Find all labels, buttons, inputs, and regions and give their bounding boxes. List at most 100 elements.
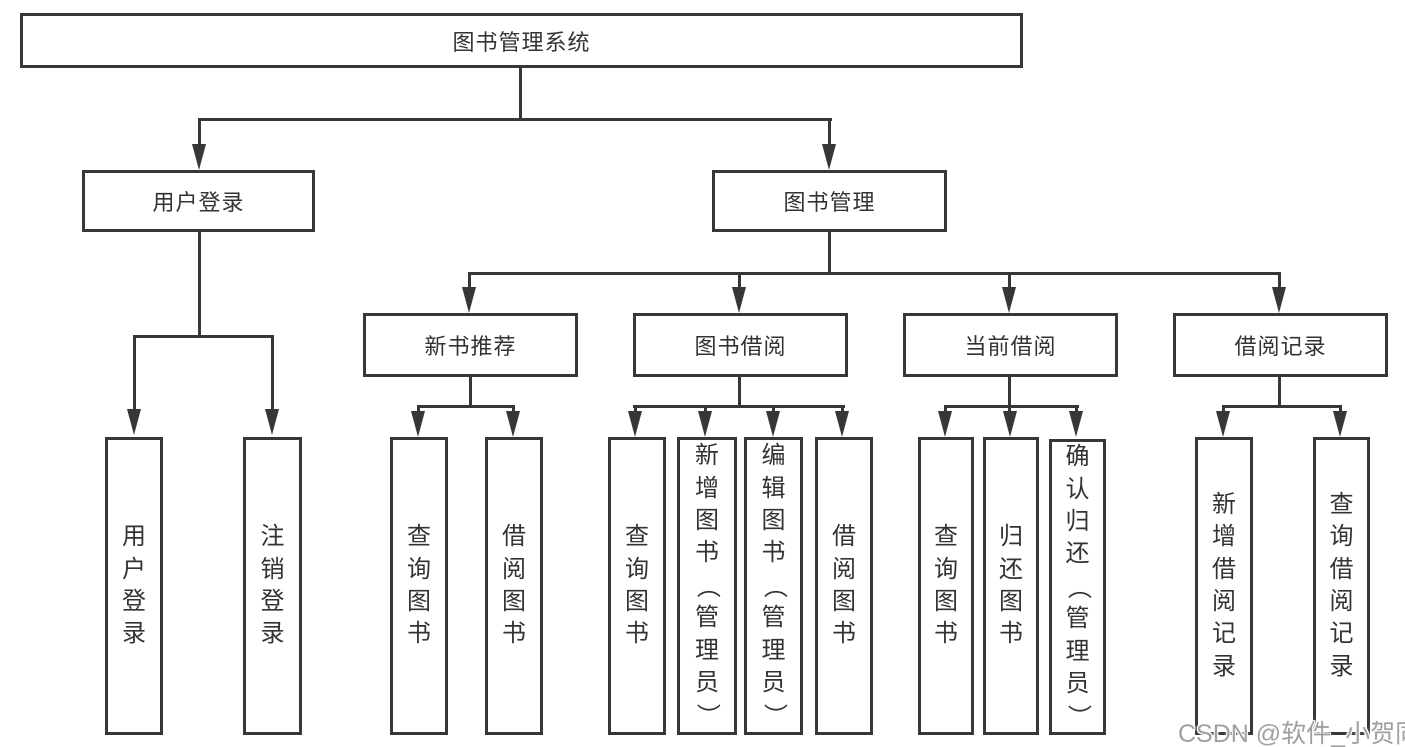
leaf-label-char: 户	[122, 555, 146, 583]
leaf-current-confirm-return-admin: 确认归还（管理员）	[1049, 439, 1106, 735]
leaf-label-char: 图	[407, 588, 431, 615]
connector-line	[198, 118, 201, 148]
leaf-label-char: 增	[1212, 523, 1236, 551]
leaf-label-char: 新	[695, 442, 719, 470]
leaf-label-char: 书	[625, 620, 649, 648]
connector-line	[1008, 377, 1011, 405]
arrowhead-down-icon	[1333, 411, 1347, 437]
connector-line	[519, 68, 522, 121]
node-book-management-group: 图书管理	[712, 170, 947, 232]
arrowhead-down-icon	[462, 287, 476, 313]
leaf-label-char: 图	[999, 588, 1023, 615]
node-user-login-group: 用户登录	[82, 170, 315, 232]
arrowhead-down-icon	[938, 411, 952, 437]
leaf-label-char: 图	[695, 507, 719, 535]
leaf-label-char: 还	[999, 555, 1023, 583]
leaf-label-char: 询	[1329, 523, 1354, 551]
connector-line	[512, 405, 515, 415]
leaf-label-char: 录	[260, 620, 285, 648]
leaf-label-char: 记	[1212, 620, 1236, 648]
connector-line	[469, 377, 472, 405]
leaf-label-char: 注	[260, 523, 285, 551]
node-current-borrow: 当前借阅	[903, 313, 1118, 377]
leaf-label-char: 阅	[1329, 588, 1354, 615]
leaf-label-char: 登	[260, 588, 285, 615]
node-new-book-recommend: 新书推荐	[363, 313, 578, 377]
leaf-label-char: 询	[625, 555, 649, 583]
leaf-label-char: 记	[1329, 620, 1354, 648]
leaf-label-char: 新	[1212, 490, 1236, 518]
leaf-label-char: 确	[1065, 443, 1090, 471]
arrowhead-down-icon	[822, 144, 836, 170]
connector-line	[1008, 272, 1011, 290]
leaf-label-char: 登	[122, 588, 146, 615]
leaf-label-char: 书	[695, 539, 719, 567]
arrowhead-down-icon	[766, 411, 780, 437]
node-borrow-records: 借阅记录	[1173, 313, 1388, 377]
leaf-label-char: 归	[1065, 508, 1090, 536]
leaf-recommend-borrow-books: 借阅图书	[485, 437, 543, 735]
leaf-label-char: 管	[695, 604, 719, 632]
leaf-borrow-query-books: 查询图书	[608, 437, 666, 735]
leaf-current-query-books: 查询图书	[918, 437, 974, 735]
leaf-label-char: 借	[1329, 555, 1354, 583]
connector-line	[738, 272, 741, 290]
connector-line	[1222, 405, 1342, 408]
arrowhead-down-icon	[1216, 411, 1230, 437]
connector-line	[1222, 405, 1225, 415]
arrowhead-down-icon	[732, 287, 746, 313]
connector-line	[828, 232, 831, 272]
connector-line	[704, 405, 707, 415]
leaf-label-char: 查	[625, 523, 649, 551]
leaf-label-char: 书	[999, 620, 1023, 648]
leaf-label-char: 理	[1065, 637, 1090, 665]
leaf-label-char: 借	[502, 523, 526, 551]
leaf-label-char: 书	[832, 620, 856, 648]
leaf-label-char: 员	[1065, 669, 1090, 697]
leaf-label-char: 还	[1065, 540, 1090, 568]
leaf-recommend-query-books: 查询图书	[390, 437, 448, 735]
connector-line	[417, 405, 420, 415]
leaf-label-char: 录	[122, 620, 146, 648]
leaf-label-char: 图	[934, 588, 958, 615]
connector-line	[944, 405, 1079, 408]
connector-line	[198, 118, 832, 121]
arrowhead-down-icon	[835, 411, 849, 437]
connector-line	[944, 405, 947, 415]
leaf-current-return-books: 归还图书	[983, 437, 1039, 735]
leaf-label-char: 归	[999, 523, 1023, 551]
leaf-label-char: 图	[832, 588, 856, 615]
connector-line	[1278, 272, 1281, 290]
leaf-label-char: 书	[934, 620, 958, 648]
leaf-label-char: 理	[695, 636, 719, 664]
arrowhead-down-icon	[127, 409, 141, 435]
arrowhead-down-icon	[1272, 287, 1286, 313]
connector-line	[1339, 405, 1342, 415]
leaf-label-char: 员	[695, 668, 719, 696]
leaf-label-char: 阅	[502, 555, 526, 583]
connector-line	[133, 335, 274, 338]
arrowhead-down-icon	[506, 411, 520, 437]
connector-line	[1278, 377, 1281, 405]
node-root-library-system: 图书管理系统	[20, 13, 1023, 68]
leaf-records-add-borrow-record: 新增借阅记录	[1195, 437, 1253, 735]
leaf-user-login: 用户登录	[105, 437, 163, 735]
leaf-label-char: 录	[1212, 652, 1236, 680]
connector-line	[633, 405, 845, 408]
leaf-label-char: 理	[761, 636, 786, 664]
connector-line	[198, 232, 201, 335]
leaf-label-char: ）	[760, 703, 788, 728]
arrowhead-down-icon	[628, 411, 642, 437]
node-book-borrow: 图书借阅	[633, 313, 848, 377]
leaf-label-char: 管	[761, 604, 786, 632]
arrowhead-down-icon	[192, 144, 206, 170]
leaf-label-char: （	[1064, 575, 1092, 600]
leaf-label-char: 借	[832, 523, 856, 551]
leaf-borrow-edit-books-admin: 编辑图书（管理员）	[744, 437, 803, 735]
csdn-watermark: CSDN @软件_小贺同学	[1178, 720, 1405, 747]
leaf-label-char: （	[694, 573, 722, 598]
arrowhead-down-icon	[1069, 411, 1083, 437]
leaf-label-char: 书	[761, 539, 786, 567]
leaf-records-query-borrow-record: 查询借阅记录	[1313, 437, 1370, 735]
